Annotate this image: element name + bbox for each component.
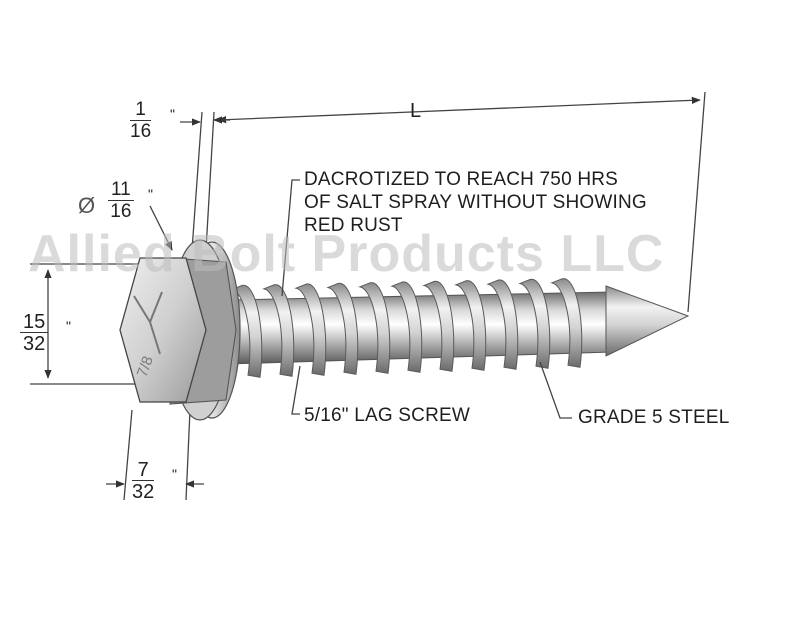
head-marking: 7/8 (134, 354, 157, 379)
material-callout: GRADE 5 STEEL (578, 407, 730, 428)
head-width-label: 15 32 " (20, 312, 71, 355)
screw-callout: 5/16" LAG SCREW (304, 405, 471, 426)
flange-diameter-label: 11 16 " (108, 180, 153, 223)
thread-turn (294, 283, 327, 376)
thread-turn (486, 279, 519, 370)
head-height-dimension (106, 409, 204, 501)
callout-leaders (281, 179, 572, 419)
thread-turn (390, 281, 423, 373)
flange-diameter-leader (149, 205, 173, 251)
thread-turn (358, 282, 391, 374)
thread-turn (454, 280, 487, 371)
length-dimension (205, 91, 706, 313)
thread-turn (550, 278, 583, 368)
hex-head-face (119, 257, 207, 403)
coating-callout: DACROTIZED TO REACH 750 HRS OF SALT SPRA… (304, 169, 647, 236)
washer-thickness-label: 1 16 " (130, 99, 175, 142)
thread-turn (262, 284, 295, 377)
watermark: Allied Bolt Products LLC (28, 225, 665, 283)
screw-tip (605, 285, 690, 357)
diameter-symbol: Ø (78, 193, 96, 218)
thread-turn (326, 282, 359, 375)
length-label: L (410, 100, 422, 122)
thread-turn (422, 280, 455, 372)
grade-marks (133, 291, 163, 355)
lag-screw: 7/8 (119, 239, 690, 421)
thread-turn (230, 284, 263, 378)
head-height-label: 7 32 " (132, 459, 177, 503)
screw-threads (230, 278, 583, 378)
washer-thickness-dimension (180, 111, 230, 251)
